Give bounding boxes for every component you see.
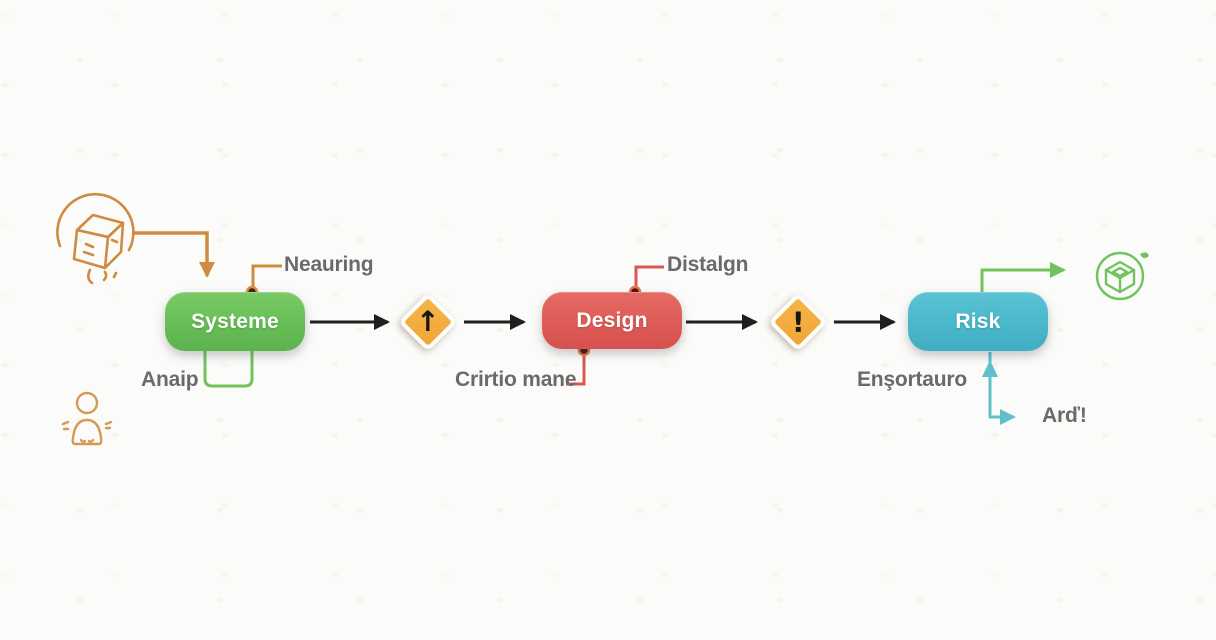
up-arrowhead-on-risk-branch [982, 360, 998, 377]
annotation-anaip: Anaip [141, 368, 199, 391]
annotation-neauring: Neauring [284, 253, 374, 276]
connector-crirtio-mane [566, 354, 586, 386]
exclamation-icon: ! [791, 305, 805, 338]
connector-anaip-bracket [203, 351, 254, 388]
node-design-label: Design [576, 308, 648, 332]
person-icon [61, 391, 113, 446]
cube-circle-icon[interactable] [1092, 246, 1150, 304]
annotation-ensortauro: Enşortauro [857, 368, 968, 391]
node-systeme[interactable]: Systeme [165, 292, 305, 351]
arrow-risk-to-ard [988, 352, 1016, 425]
arrow-sketch-to-systeme [132, 231, 215, 278]
arrow-risk-to-cube-badge [980, 262, 1066, 292]
connector-neauring [251, 264, 282, 288]
connector-distalgn [634, 265, 664, 288]
node-risk[interactable]: Risk [908, 292, 1048, 351]
up-arrow-icon: ↑ [416, 305, 440, 338]
package-sketch-icon [56, 192, 135, 285]
annotation-crirtio-mane: Crirtio mane [455, 368, 577, 391]
node-design[interactable]: Design [542, 292, 682, 349]
annotation-distalgn: Distalgn [667, 253, 749, 276]
annotation-ard: Arď! [1042, 404, 1087, 427]
node-systeme-label: Systeme [191, 309, 279, 333]
node-risk-label: Risk [955, 309, 1001, 333]
